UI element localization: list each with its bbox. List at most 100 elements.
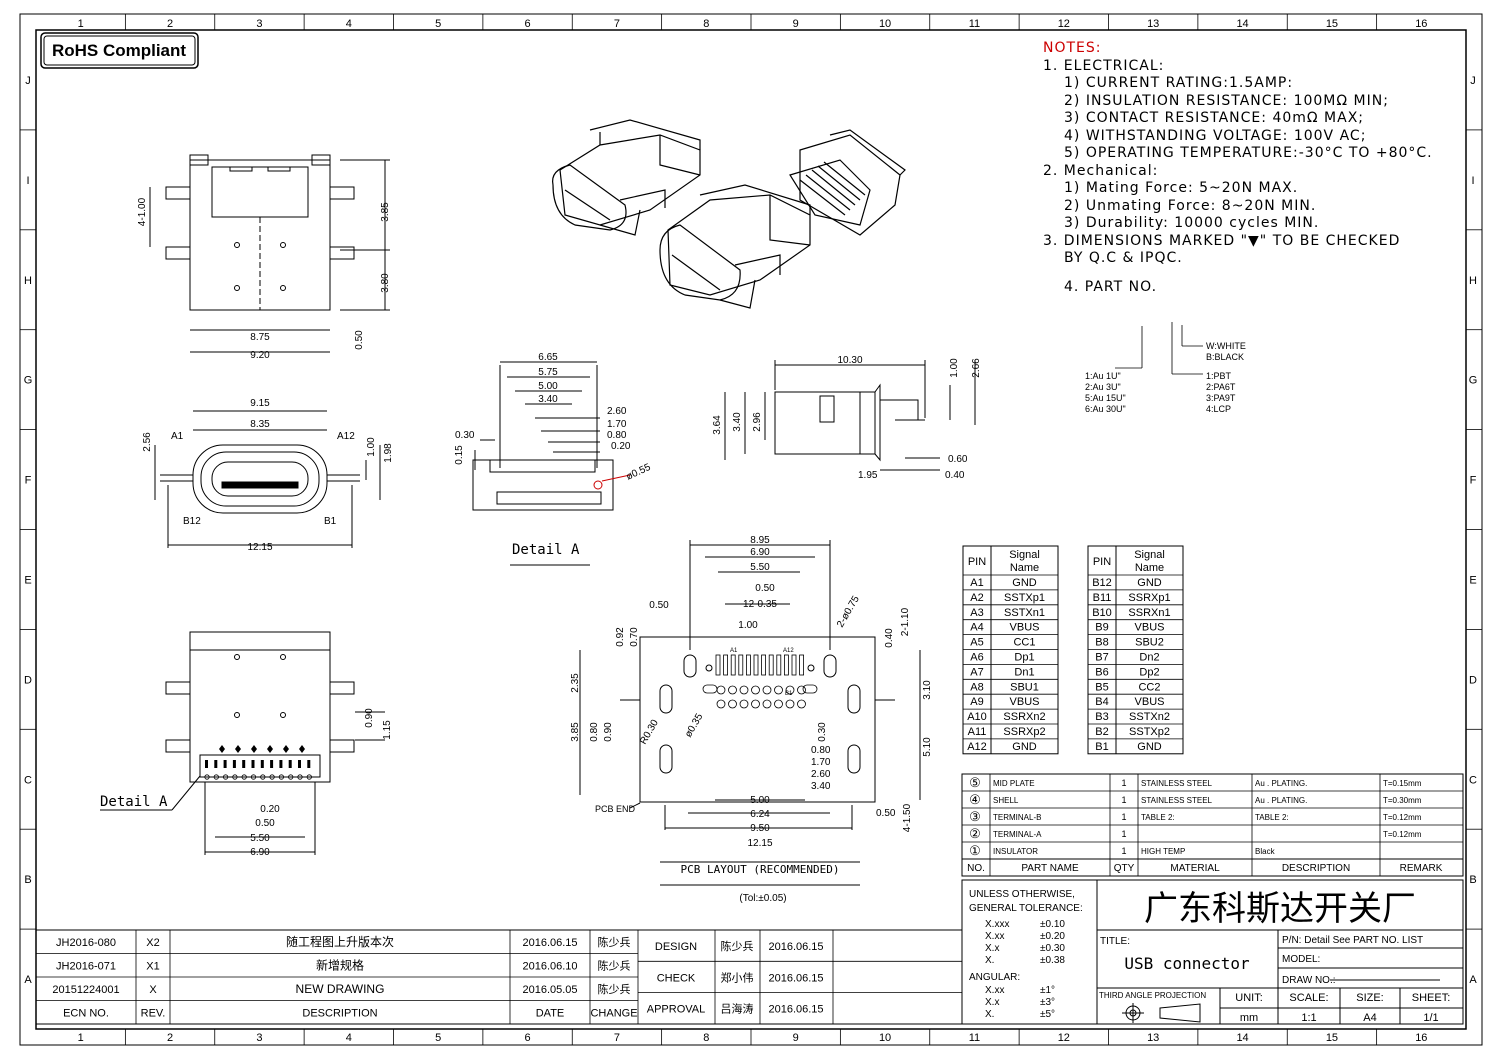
pin-label: A1 bbox=[730, 648, 738, 654]
column-label: 10 bbox=[879, 18, 891, 30]
row-label: H bbox=[24, 275, 32, 287]
tolerance-key: X.x bbox=[985, 997, 999, 1008]
dim-label: 3.80 bbox=[380, 273, 391, 293]
dim-label: ø0.35 bbox=[683, 711, 706, 739]
pin-lead bbox=[298, 760, 301, 768]
dim-label: 0.30 bbox=[455, 430, 475, 441]
pin-cell: B11 bbox=[1093, 592, 1112, 604]
bottom-view-dims: 0.90 1.15 0.20 0.50 5.50 6.90 Detail A bbox=[100, 708, 393, 858]
dim-label: 3.40 bbox=[811, 781, 831, 792]
isometric-view-right bbox=[789, 129, 906, 236]
unit-label: UNIT: bbox=[1235, 992, 1263, 1004]
pin-marker bbox=[267, 745, 273, 753]
side-view-dims: 10.30 1.00 2.66 3.64 3.40 2.96 0.60 1.95… bbox=[712, 355, 982, 481]
dim-label: 12.15 bbox=[247, 542, 272, 553]
signal-cell: VBUS bbox=[1010, 696, 1040, 708]
signal-cell: Dp1 bbox=[1014, 652, 1034, 664]
column-label: 5 bbox=[435, 18, 441, 30]
pin-cell: B5 bbox=[1095, 681, 1108, 693]
part-number-options: W:WHITE B:BLACK 1:Au 1U" 2:Au 3U" 5:Au 1… bbox=[1085, 341, 1246, 414]
pcb-pad-row2 bbox=[739, 699, 749, 709]
pin-pad bbox=[232, 774, 238, 780]
dim-label: 6.65 bbox=[538, 352, 558, 363]
signal-cell: SSTXp2 bbox=[1129, 726, 1170, 738]
column-label: 11 bbox=[969, 1032, 980, 1044]
dim-label: 4-1.00 bbox=[137, 197, 148, 226]
bom-item-no: ② bbox=[969, 826, 981, 841]
row-label: F bbox=[25, 475, 32, 487]
column-label: 4 bbox=[346, 1032, 352, 1044]
pin-marker bbox=[299, 745, 305, 753]
pin-pad bbox=[278, 774, 284, 780]
dim-label: 3.85 bbox=[380, 202, 391, 222]
tolerance-key: X. bbox=[985, 955, 994, 966]
company-name: 广东科斯达开关厂 bbox=[1144, 890, 1416, 928]
pn-plating-option: 6:Au 30U" bbox=[1085, 404, 1126, 414]
sheet-label: SHEET: bbox=[1412, 992, 1451, 1004]
note-line: 3. DIMENSIONS MARKED "▼" TO BE CHECKED bbox=[1043, 233, 1400, 249]
signal-header: Name bbox=[1010, 562, 1039, 574]
dim-label: 9.20 bbox=[250, 350, 270, 361]
pin-label: B1 bbox=[324, 516, 337, 527]
signal-cell: Dn2 bbox=[1139, 652, 1159, 664]
dim-label: 8.35 bbox=[250, 419, 270, 430]
bom-remark: T=0.12mm bbox=[1383, 813, 1422, 822]
pcb-pad-top bbox=[753, 654, 759, 676]
pin-cell: A9 bbox=[970, 696, 983, 708]
dim-label: 5.50 bbox=[750, 562, 770, 573]
tolerance-key: X.xx bbox=[985, 985, 1004, 996]
front-view-dims: 9.15 8.35 2.56 1.00 1.98 12.15 A1 A12 B1… bbox=[142, 398, 394, 553]
dim-label: 0.30 bbox=[817, 722, 828, 742]
signal-cell: CC1 bbox=[1013, 637, 1035, 649]
pin-cell: A12 bbox=[967, 741, 987, 753]
size-value: A4 bbox=[1363, 1012, 1376, 1024]
dim-label: 0.15 bbox=[454, 445, 465, 465]
rev-ecn: 20151224001 bbox=[52, 984, 119, 996]
detail-a-view bbox=[472, 361, 631, 566]
pin-label: A12 bbox=[783, 648, 794, 654]
dim-label: 8.75 bbox=[250, 332, 270, 343]
tolerance-key: X.x bbox=[985, 943, 999, 954]
pin-cell: A1 bbox=[970, 577, 983, 589]
row-label: C bbox=[1469, 774, 1477, 786]
signal-cell: GND bbox=[1012, 741, 1037, 753]
pin-pad bbox=[269, 774, 275, 780]
pin-marker bbox=[283, 745, 289, 753]
unit-value: mm bbox=[1240, 1012, 1258, 1024]
bom-item-no: ④ bbox=[969, 792, 981, 807]
pin-cell: A3 bbox=[970, 607, 983, 619]
rev-description: 随工程图上升版本次 bbox=[286, 934, 394, 949]
dim-label: 9.15 bbox=[250, 398, 270, 409]
dim-label: 0.70 bbox=[629, 627, 640, 647]
dim-label: 12.15 bbox=[747, 838, 772, 849]
pin-pad bbox=[288, 774, 294, 780]
pin-cell: B2 bbox=[1095, 726, 1108, 738]
pcb-pad-top bbox=[799, 654, 804, 676]
dim-label: 5.75 bbox=[538, 367, 558, 378]
note-line: 3) CONTACT RESISTANCE: 40mΩ MAX; bbox=[1064, 110, 1364, 126]
pin-marker bbox=[235, 745, 241, 753]
dim-label: 0.80 bbox=[607, 430, 627, 441]
tolerance-key: X. bbox=[985, 1009, 994, 1020]
title-block-text: 广东科斯达开关厂 TITLE: USB connector P/N: Detai… bbox=[1099, 890, 1450, 1024]
approval-role: APPROVAL bbox=[647, 1004, 706, 1016]
bom-header: QTY bbox=[1114, 863, 1135, 874]
dim-label: 0.20 bbox=[260, 804, 280, 815]
row-label: B bbox=[1469, 874, 1476, 886]
bom-header: PART NAME bbox=[1021, 863, 1079, 874]
column-label: 15 bbox=[1326, 1032, 1338, 1044]
tolerance-key: X.xxx bbox=[985, 919, 1009, 930]
top-view bbox=[149, 154, 390, 353]
dim-label: 2.60 bbox=[811, 769, 831, 780]
dim-label: 3.40 bbox=[732, 412, 743, 432]
pcb-pad-top bbox=[746, 654, 751, 676]
tolerance-value: ±3° bbox=[1040, 997, 1055, 1008]
signal-header: Signal bbox=[1009, 549, 1040, 561]
dim-label: 1.95 bbox=[858, 470, 878, 481]
pin-label: A12 bbox=[337, 431, 355, 442]
pcb-pad-top bbox=[723, 654, 728, 676]
dim-label: 4-1.50 bbox=[902, 803, 913, 832]
bom-material: STAINLESS STEEL bbox=[1141, 796, 1213, 805]
